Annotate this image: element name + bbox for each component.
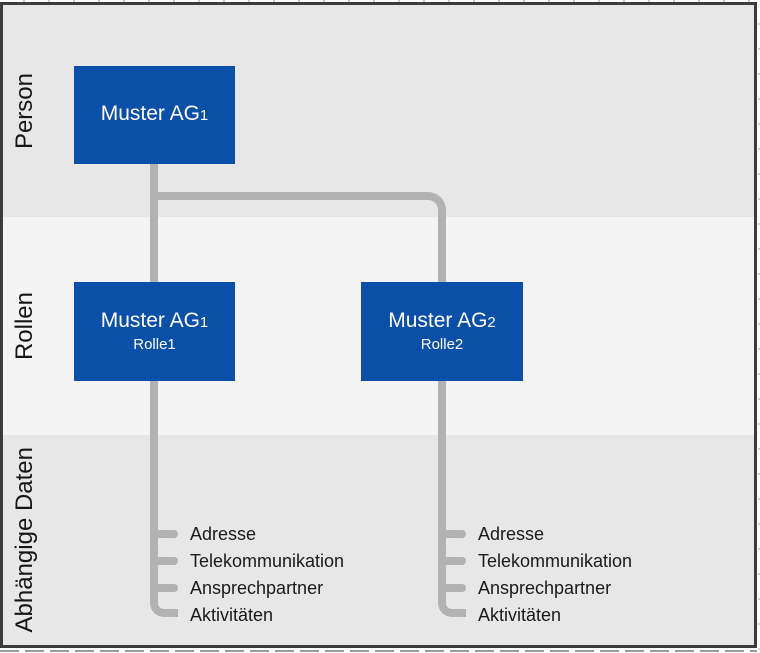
connector-branch-left-telekommunikation (150, 557, 178, 565)
dependent-item-right-aktivitaeten: Aktivitäten (478, 605, 562, 625)
node-title-text: Muster AG (100, 309, 200, 332)
node-title-index: 1 (199, 107, 209, 124)
band-label-wrap-person: Person (8, 5, 42, 217)
dependent-item-left-telekommunikation: Telekommunikation (190, 551, 345, 571)
band-label-person: Person (11, 72, 38, 150)
node-title: Muster AG1 (101, 102, 209, 128)
node-role2-muster-ag2: Muster AG2 Rolle2 (361, 282, 523, 381)
connector-branch-left-adresse (150, 530, 178, 538)
connector-branch-right-ansprechpartner (438, 584, 466, 592)
node-title-text: Muster AG (100, 102, 200, 125)
band-label-wrap-abhaengige-daten: Abhängige Daten (8, 435, 42, 645)
connector-trunk-role2 (438, 381, 466, 617)
connector-person-to-role1 (150, 164, 158, 282)
band-label-rollen: Rollen (11, 291, 38, 361)
node-subtitle: Rolle2 (420, 336, 464, 353)
node-person-muster-ag1: Muster AG1 (74, 66, 235, 164)
node-subtitle: Rolle1 (133, 336, 176, 353)
dependent-item-left-aktivitaeten: Aktivitäten (190, 605, 274, 625)
connector-trunk-role1 (150, 381, 178, 617)
node-role1-muster-ag1: Muster AG1 Rolle1 (74, 282, 235, 381)
node-title: Muster AG1 (101, 309, 209, 335)
connector-branch-right-telekommunikation (438, 557, 466, 565)
dependent-item-right-telekommunikation: Telekommunikation (478, 551, 633, 571)
gridline-ticks-top (0, 0, 757, 2)
connector-branch-left-ansprechpartner (150, 584, 178, 592)
dependent-item-left-ansprechpartner: Ansprechpartner (190, 578, 324, 598)
connector-person-to-role2-elbow (150, 192, 446, 282)
node-title-index: 1 (199, 314, 209, 331)
gridline-ticks-right (758, 0, 760, 653)
node-title-text: Muster AG (388, 309, 488, 332)
band-label-wrap-rollen: Rollen (8, 217, 42, 435)
band-label-abhaengige-daten: Abhängige Daten (11, 447, 38, 633)
node-title-index: 2 (487, 314, 496, 331)
gridline-ticks-bottom (0, 650, 757, 652)
node-title: Muster AG2 (388, 309, 496, 335)
dependent-item-right-adresse: Adresse (478, 524, 545, 544)
band-abhaengige-daten (3, 435, 754, 645)
dependent-item-right-ansprechpartner: Ansprechpartner (478, 578, 612, 598)
connector-branch-right-adresse (438, 530, 466, 538)
dependent-item-left-adresse: Adresse (190, 524, 257, 544)
